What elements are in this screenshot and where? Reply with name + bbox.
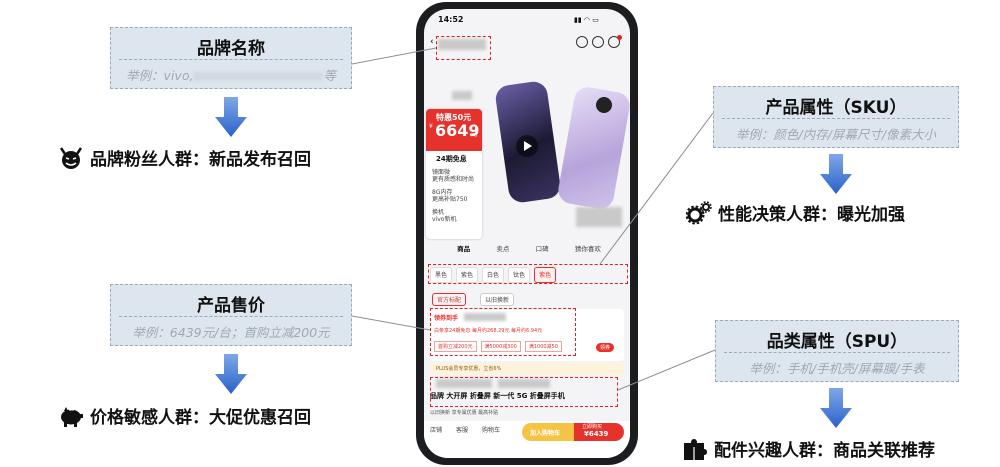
nav-cart[interactable]: 购物车 — [482, 427, 501, 434]
highlight-price — [430, 308, 576, 356]
product-title: 品牌 大开屏 折叠屏 新一代 5G 折叠屏手机 — [430, 392, 565, 400]
sku-chip[interactable]: 紫色 — [456, 267, 479, 283]
phone-image-folded — [556, 85, 630, 211]
callout-sku-title: 产品属性（SKU） — [765, 98, 907, 118]
divider — [119, 316, 343, 317]
divider — [724, 352, 950, 353]
blurred-badge — [576, 207, 622, 227]
highlight-sku — [428, 264, 628, 284]
highlight-brand — [436, 36, 491, 60]
add-to-cart-button[interactable] — [522, 423, 574, 441]
feature-1: 镜面微 更有质感和时尚 — [432, 169, 475, 183]
price-card-header — [426, 109, 482, 151]
result-sku: 性能决策人群：曝光加强 — [686, 200, 905, 225]
coupon[interactable]: 首购立减200元 — [434, 341, 477, 352]
callout-spu-example: 举例：手机/手机壳/屏幕膜/手表 — [749, 361, 925, 376]
example-blurred — [193, 72, 324, 81]
sku-options: 黑色 紫色 白色 钛色 紫色 — [430, 267, 628, 283]
promo-block — [430, 309, 624, 361]
callout-price-example: 举例：6439元/台；首购立减200元 — [132, 325, 330, 340]
price-suffix: 元 — [471, 131, 478, 138]
tab-item[interactable]: 猜你喜欢 — [574, 245, 601, 253]
divider — [119, 59, 343, 60]
callout-sku-example: 举例：颜色/内存/屏幕尺寸/像素大小 — [735, 127, 937, 142]
add-to-cart-label: 加入购物车 — [530, 430, 561, 437]
result-brand: 品牌粉丝人群：新品发布召回 — [58, 145, 311, 170]
phone-screen: 14:52 ▮▮ ◠ ▭ ‹ 特惠50元 ¥ 6649 元 24期免息 镜面微 … — [424, 9, 630, 458]
result-price: 价格敏感人群：大促优惠召回 — [58, 403, 311, 428]
tab-item[interactable]: 卖点 — [496, 245, 510, 253]
get-coupon-button[interactable]: 领券 — [596, 343, 615, 352]
brand-name-blurred — [438, 39, 486, 50]
trade-in-badge[interactable]: 以旧换新 — [480, 293, 515, 306]
share-icon[interactable] — [592, 36, 604, 48]
divider — [722, 118, 950, 119]
callout-brand: 品牌名称 举例：vivo, 等 — [110, 27, 352, 89]
callout-spu-title: 品类属性（SPU） — [766, 332, 908, 352]
down-arrow-icon — [820, 154, 852, 194]
promo-label: 特惠50元 — [436, 113, 472, 122]
title-blurred — [436, 379, 492, 388]
callout-sku: 产品属性（SKU） 举例：颜色/内存/屏幕尺寸/像素大小 — [713, 86, 959, 148]
plus-line: PLUS会员专享优惠，立省6% — [436, 366, 502, 372]
nav-shop[interactable]: 店铺 — [430, 427, 443, 434]
sku-chip[interactable]: 白色 — [482, 267, 505, 283]
promo-blurred — [464, 313, 506, 321]
currency-symbol: ¥ — [429, 123, 433, 130]
camera-module — [596, 97, 612, 113]
nav-service[interactable]: 客服 — [456, 427, 469, 434]
result-spu-label: 配件兴趣人群：商品关联推荐 — [714, 441, 935, 461]
notification-dot — [617, 35, 622, 40]
promo-line: 白条享24期免息 每月约268.29元 每月约6.94元 — [434, 328, 543, 334]
coupon[interactable]: 满5000减300 — [480, 341, 521, 352]
tab-bar: 商品 卖点 口碑 猜你喜欢 — [444, 243, 614, 257]
result-spu: 配件兴趣人群：商品关联推荐 — [682, 436, 935, 461]
highlight-spu — [430, 377, 618, 407]
feature-2: 8G内存 更高补贴750 — [432, 189, 468, 203]
official-badge[interactable]: 官方标配 — [432, 293, 467, 306]
coupon[interactable]: 满1000减50 — [524, 341, 562, 352]
promo-title: 领券到手 — [434, 315, 459, 322]
buy-now-label: 立即购买 — [582, 424, 603, 430]
down-arrow-icon — [215, 97, 247, 137]
price-value: 6649 — [435, 121, 480, 140]
callout-spu: 品类属性（SPU） 举例：手机/手机壳/屏幕膜/手表 — [715, 320, 959, 382]
example-prefix: 举例：vivo, — [126, 68, 194, 83]
puzzle-icon — [684, 438, 707, 460]
devil-face-icon — [59, 146, 83, 169]
callout-price: 产品售价 举例：6439元/台；首购立减200元 — [110, 284, 352, 346]
tab-item[interactable]: 口碑 — [535, 245, 549, 253]
trade-in-line: 以旧换新 享专属优惠 最高补贴 — [430, 410, 499, 416]
logo-blurred — [452, 91, 472, 100]
back-icon[interactable]: ‹ — [430, 37, 434, 47]
status-time: 14:52 — [438, 15, 464, 24]
down-arrow-icon — [820, 388, 852, 428]
down-arrow-icon — [215, 354, 247, 394]
tab-item[interactable]: 商品 — [457, 245, 471, 253]
callout-brand-title: 品牌名称 — [197, 39, 265, 59]
result-brand-label: 品牌粉丝人群：新品发布召回 — [90, 150, 311, 170]
more-icon[interactable] — [608, 36, 620, 48]
result-price-label: 价格敏感人群：大促优惠召回 — [90, 408, 311, 428]
result-sku-label: 性能决策人群：曝光加强 — [718, 205, 905, 225]
free-interest-label: 24期免息 — [436, 155, 467, 163]
play-icon — [524, 141, 532, 151]
status-icons: ▮▮ ◠ ▭ — [574, 16, 599, 24]
plus-banner — [430, 363, 624, 375]
feature-3: 换机 vivo新机 — [432, 209, 457, 223]
buy-now-price: ¥6439 — [584, 430, 609, 438]
bottom-nav: 店铺 客服 购物车 — [430, 425, 500, 434]
buy-now-button[interactable] — [574, 423, 624, 441]
example-suffix: 等 — [323, 68, 336, 83]
callout-price-title: 产品售价 — [197, 296, 265, 316]
sku-chip-selected[interactable]: 紫色 — [534, 267, 557, 283]
piggy-bank-icon — [61, 406, 83, 427]
title-blurred — [498, 379, 550, 388]
sku-chip[interactable]: 黑色 — [430, 267, 453, 283]
coupon-row: 首购立减200元 满5000减300 满1000减50 — [434, 341, 562, 352]
home-icon[interactable] — [576, 36, 588, 48]
callout-brand-example: 举例：vivo, 等 — [111, 65, 351, 84]
sku-chip[interactable]: 钛色 — [508, 267, 531, 283]
gears-icon — [686, 200, 712, 224]
